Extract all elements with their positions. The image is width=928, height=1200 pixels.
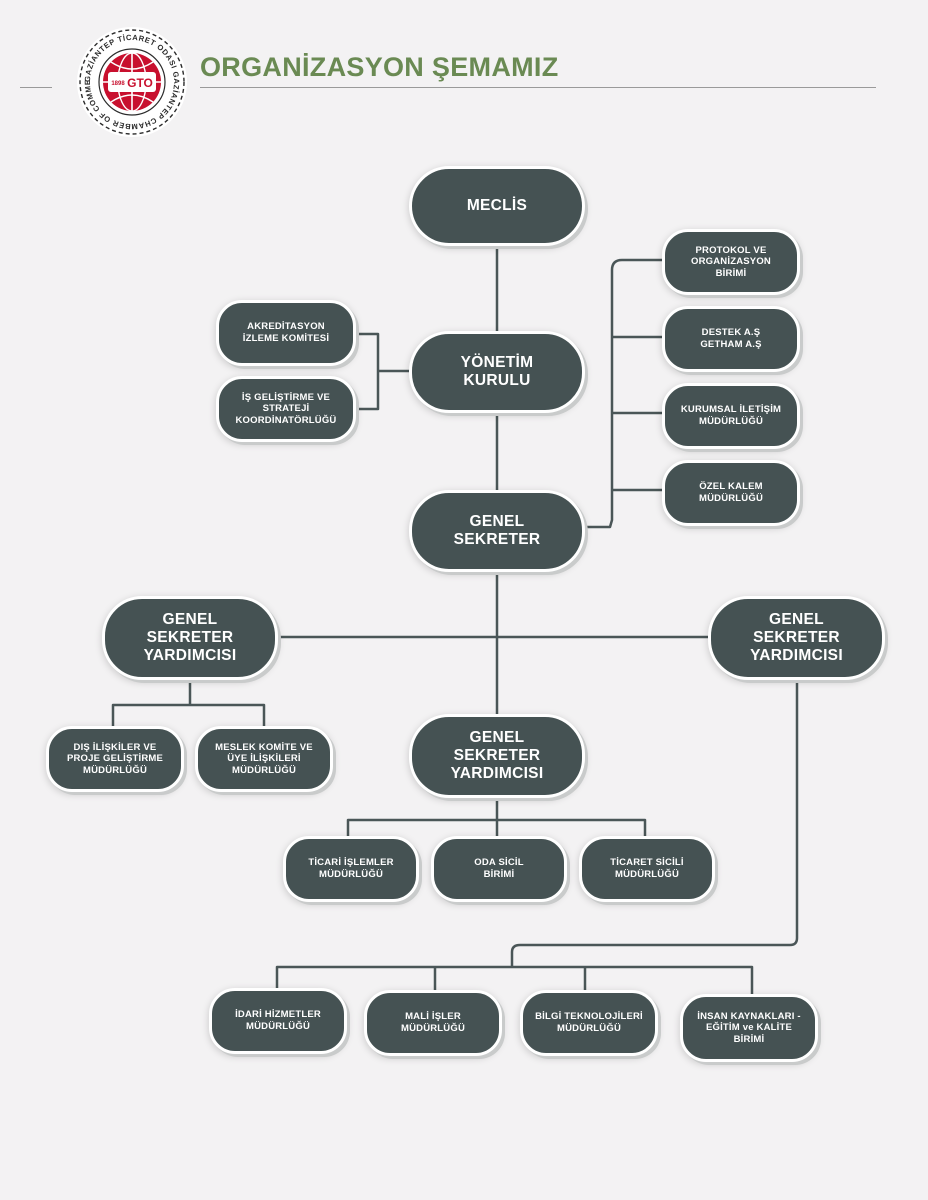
node-yonetim-kurulu: YÖNETİM KURULU [409,331,585,413]
gto-logo: GAZİANTEP TİCARET ODASI GAZİANTEP CHAMBE… [74,24,187,137]
node-idari-hizmetler: İDARİ HİZMETLER MÜDÜRLÜĞÜ [209,988,347,1054]
node-bilgi-teknolojileri: BİLGİ TEKNOLOJİLERİ MÜDÜRLÜĞÜ [520,990,658,1056]
header-line-left [20,87,52,88]
node-kurumsal-iletisim: KURUMSAL İLETİŞİM MÜDÜRLÜĞÜ [662,383,800,449]
node-meclis: MECLİS [409,166,585,246]
node-gsy-center: GENEL SEKRETER YARDIMCISI [409,714,585,798]
node-dis-iliskiler: DIŞ İLİŞKİLER VE PROJE GELİŞTİRME MÜDÜRL… [46,726,184,792]
node-ticaret-sicili: TİCARET SİCİLİ MÜDÜRLÜĞÜ [579,836,715,902]
node-is-gelistirme: İŞ GELİŞTİRME VE STRATEJİ KOORDİNATÖRLÜĞ… [216,376,356,442]
node-gsy-left: GENEL SEKRETER YARDIMCISI [102,596,278,680]
node-gsy-right: GENEL SEKRETER YARDIMCISI [708,596,885,680]
node-insan-kaynaklari: İNSAN KAYNAKLARI - EĞİTİM ve KALİTE BİRİ… [680,994,818,1062]
node-akreditasyon: AKREDİTASYON İZLEME KOMİTESİ [216,300,356,366]
node-destek: DESTEK A.Ş GETHAM A.Ş [662,306,800,372]
line-gsy-right-children [275,678,799,997]
line-gsy-center-children [346,796,647,838]
node-protokol: PROTOKOL VE ORGANİZASYON BİRİMİ [662,229,800,295]
node-oda-sicil: ODA SİCİL BİRİMİ [431,836,567,902]
node-ticari-islemler: TİCARİ İŞLEMLER MÜDÜRLÜĞÜ [283,836,419,902]
svg-text:1898: 1898 [111,81,125,87]
node-ozel-kalem: ÖZEL KALEM MÜDÜRLÜĞÜ [662,460,800,526]
svg-text:GTO: GTO [127,76,153,90]
header-line-right [200,87,876,88]
line-genel-right-units [581,258,664,529]
line-gsy-left-children [111,678,266,730]
node-genel-sekreter: GENEL SEKRETER [409,490,585,572]
node-meslek-komite: MESLEK KOMİTE VE ÜYE İLİŞKİLERİ MÜDÜRLÜĞ… [195,726,333,792]
page-title: ORGANİZASYON ŞEMAMIZ [200,52,559,82]
line-yonetim-committees [353,332,412,411]
node-mali-isler: MALİ İŞLER MÜDÜRLÜĞÜ [364,990,502,1056]
